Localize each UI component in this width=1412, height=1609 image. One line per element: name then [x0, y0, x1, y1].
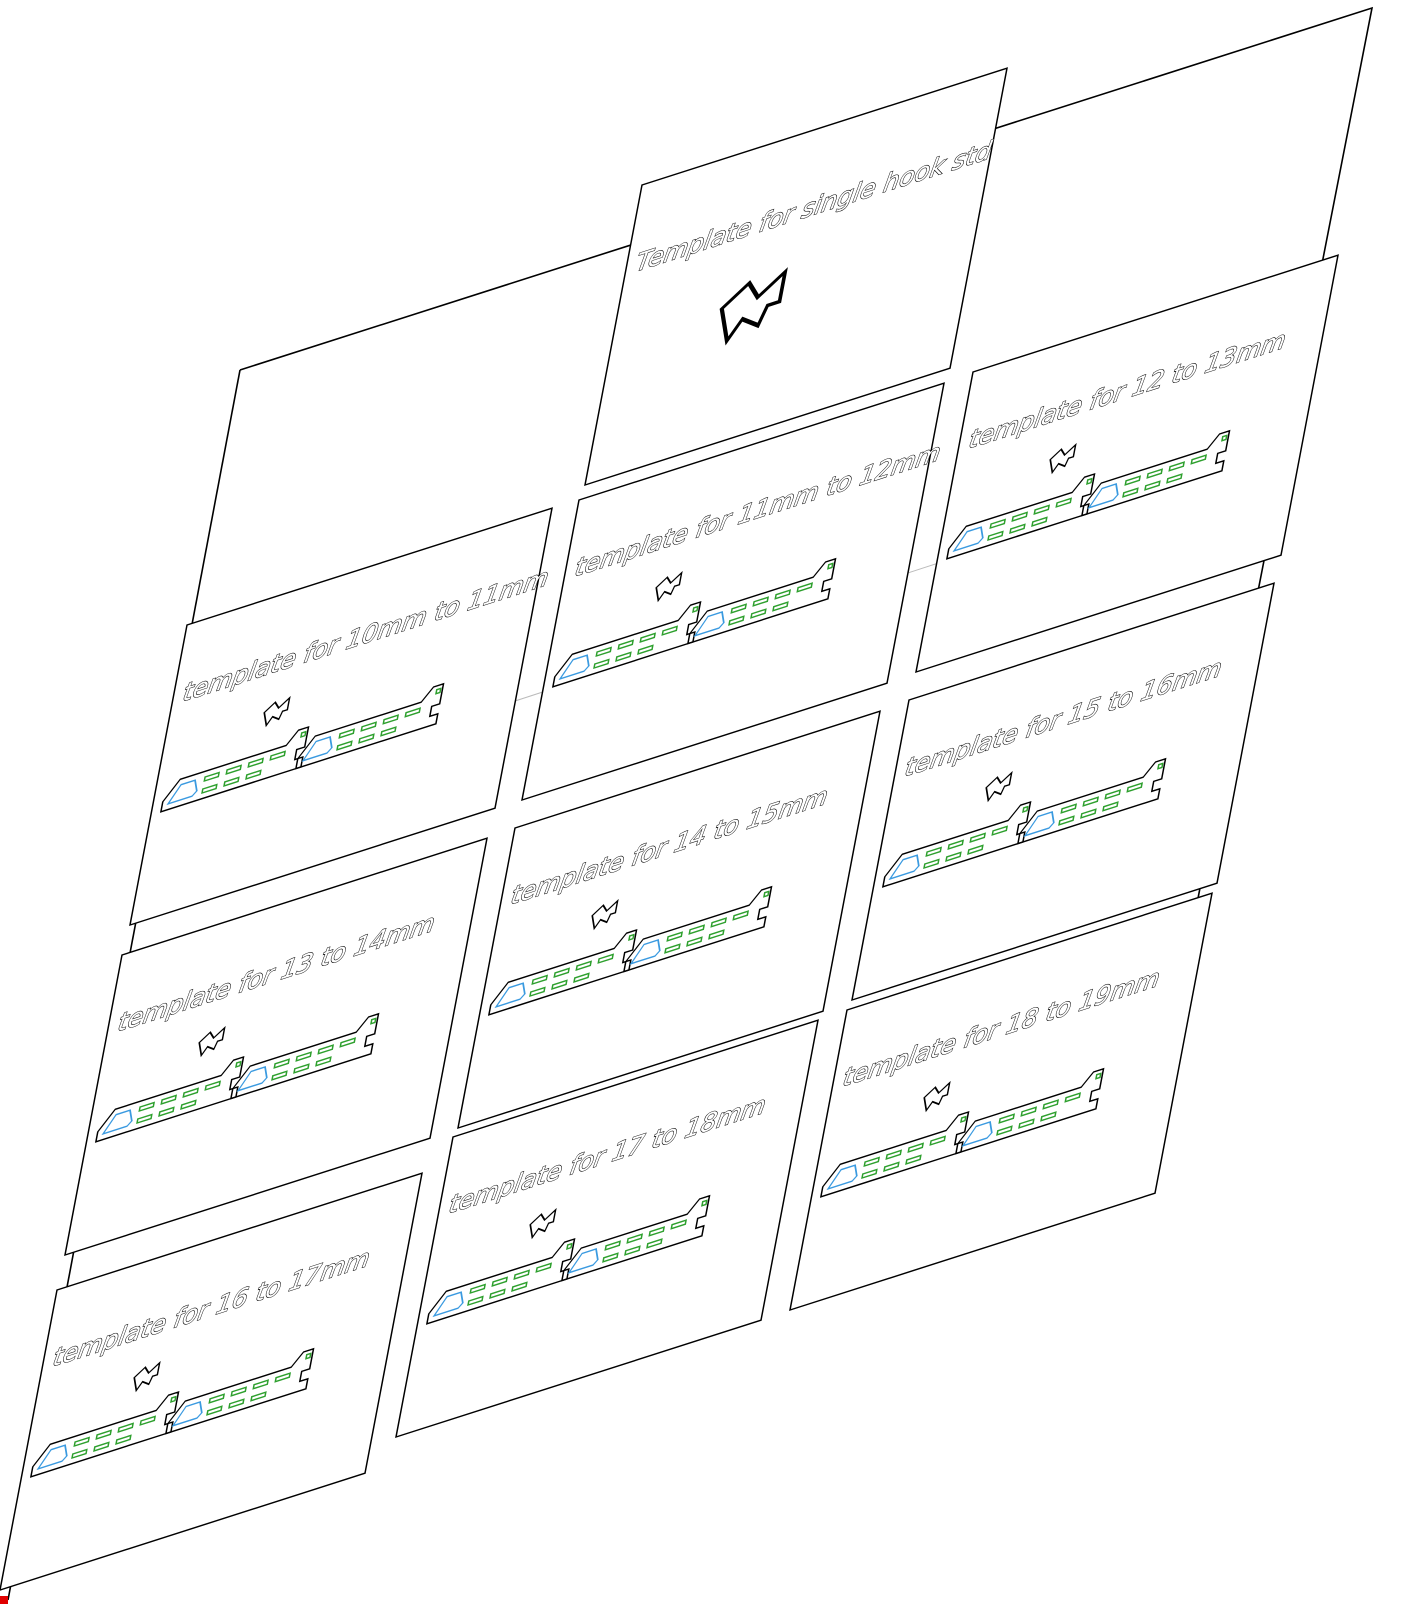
panel-border: [0, 1172, 423, 1592]
template-panel-single[interactable]: Template for single hook std: [584, 67, 1008, 487]
panel-border: [395, 1019, 819, 1439]
template-panel-t10_11[interactable]: template for 10mm to 11mm: [129, 505, 562, 927]
panel-border: [129, 507, 553, 927]
template-panel-t11_12[interactable]: template for 11mm to 12mm: [521, 380, 954, 802]
origin-marker: [0, 1596, 8, 1604]
panel-border: [457, 710, 881, 1130]
template-panel-t16_17[interactable]: template for 16 to 17mm: [0, 1172, 423, 1592]
template-panel-t17_18[interactable]: template for 17 to 18mm: [395, 1019, 819, 1439]
template-panel-t12_13[interactable]: template for 12 to 13mm: [915, 254, 1339, 674]
panel-border: [915, 254, 1339, 674]
panel-border: [521, 382, 945, 802]
panel-border: [64, 837, 488, 1257]
template-panel-t13_14[interactable]: template for 13 to 14mm: [64, 837, 488, 1257]
template-panel-t18_19[interactable]: template for 18 to 19mm: [789, 892, 1213, 1312]
template-panel-t14_15[interactable]: template for 14 to 15mm: [457, 710, 881, 1130]
panel-border: [789, 892, 1213, 1312]
template-panel-t15_16[interactable]: template for 15 to 16mm: [851, 582, 1275, 1002]
panel-border: [584, 67, 1008, 487]
panel-border: [851, 582, 1275, 1002]
